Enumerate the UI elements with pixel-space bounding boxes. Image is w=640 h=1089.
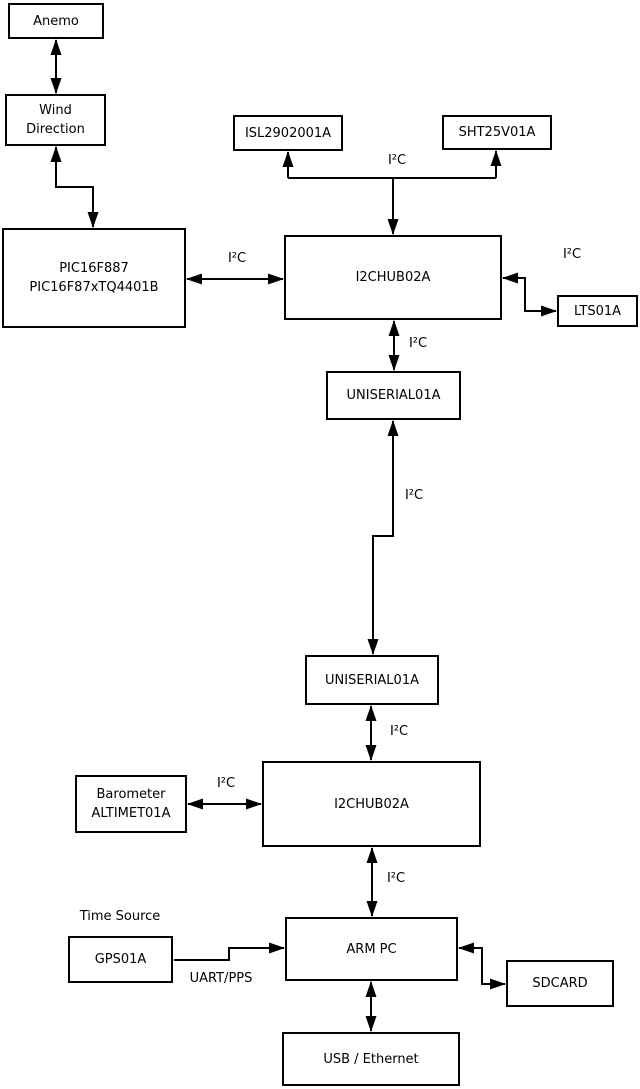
node-gps01a-label: GPS01A <box>94 952 147 967</box>
node-isl2902001a-label: ISL2902001A <box>244 125 332 141</box>
edge-gps-arm <box>174 942 285 961</box>
node-arm-pc: ARM PC <box>285 917 458 981</box>
node-sht25v01a: SHT25V01A <box>442 115 552 150</box>
edge-label-i2c-top-bus: I²C <box>387 153 407 168</box>
node-lts01a: LTS01A <box>557 295 638 327</box>
node-uniserial01a-2: UNISERIAL01A <box>305 655 439 705</box>
edge-label-i2c-hub1-uniserial1: I²C <box>408 336 428 351</box>
node-sdcard-label: SDCARD <box>532 976 588 991</box>
edge-label-i2c-uniserial-link: I²C <box>404 488 424 503</box>
node-i2chub02a-2: I2CHUB02A <box>262 761 481 847</box>
edge-label-i2c-hub1-lts: I²C <box>562 247 582 262</box>
node-pic16f887-label-line2: PIC16F87xTQ4401B <box>29 280 159 295</box>
node-wind-direction-label-line2: Direction <box>26 122 85 137</box>
edge-uniserial1-uniserial2 <box>367 420 399 655</box>
node-arm-pc-label: ARM PC <box>346 941 397 957</box>
node-sdcard: SDCARD <box>506 960 614 1007</box>
edge-wind-pic <box>50 146 99 228</box>
edge-arm-sdcard <box>458 942 506 990</box>
node-wind-direction: Wind Direction <box>5 94 106 146</box>
edge-label-i2c-pic-hub1: I²C <box>227 251 247 266</box>
node-uniserial01a-2-label: UNISERIAL01A <box>325 672 419 688</box>
edge-label-uart-pps: UART/PPS <box>189 971 253 986</box>
node-i2chub02a-1: I2CHUB02A <box>284 235 502 320</box>
node-sht25v01a-label: SHT25V01A <box>458 125 536 140</box>
edge-label-i2c-barometer-hub2: I²C <box>216 776 236 791</box>
node-barometer-label-line1: Barometer <box>96 787 166 802</box>
edge-hub1-lts <box>502 272 557 317</box>
node-usb-ethernet-label: USB / Ethernet <box>323 1051 419 1067</box>
edge-label-i2c-hub2-arm: I²C <box>386 871 406 886</box>
node-isl2902001a: ISL2902001A <box>233 115 343 151</box>
node-uniserial01a-1: UNISERIAL01A <box>326 371 461 420</box>
node-barometer-altimet01a: Barometer ALTIMET01A <box>75 775 187 833</box>
edge-label-i2c-uniserial2-hub2: I²C <box>389 724 409 739</box>
node-i2chub02a-2-label: I2CHUB02A <box>334 796 409 812</box>
node-pic16f887-label-line1: PIC16F887 <box>59 261 129 276</box>
node-pic16f887: PIC16F887 PIC16F87xTQ4401B <box>2 228 186 328</box>
node-usb-ethernet: USB / Ethernet <box>282 1032 460 1086</box>
node-anemo-label: Anemo <box>33 13 79 29</box>
node-i2chub02a-1-label: I2CHUB02A <box>355 270 431 285</box>
gps-caption-time-source: Time Source <box>79 909 161 924</box>
node-uniserial01a-1-label: UNISERIAL01A <box>346 388 441 403</box>
node-anemo: Anemo <box>8 3 104 39</box>
node-barometer-label-line2: ALTIMET01A <box>91 806 171 821</box>
node-lts01a-label: LTS01A <box>573 303 622 319</box>
node-wind-direction-label-line1: Wind <box>39 103 72 118</box>
node-gps01a: GPS01A <box>68 936 173 983</box>
